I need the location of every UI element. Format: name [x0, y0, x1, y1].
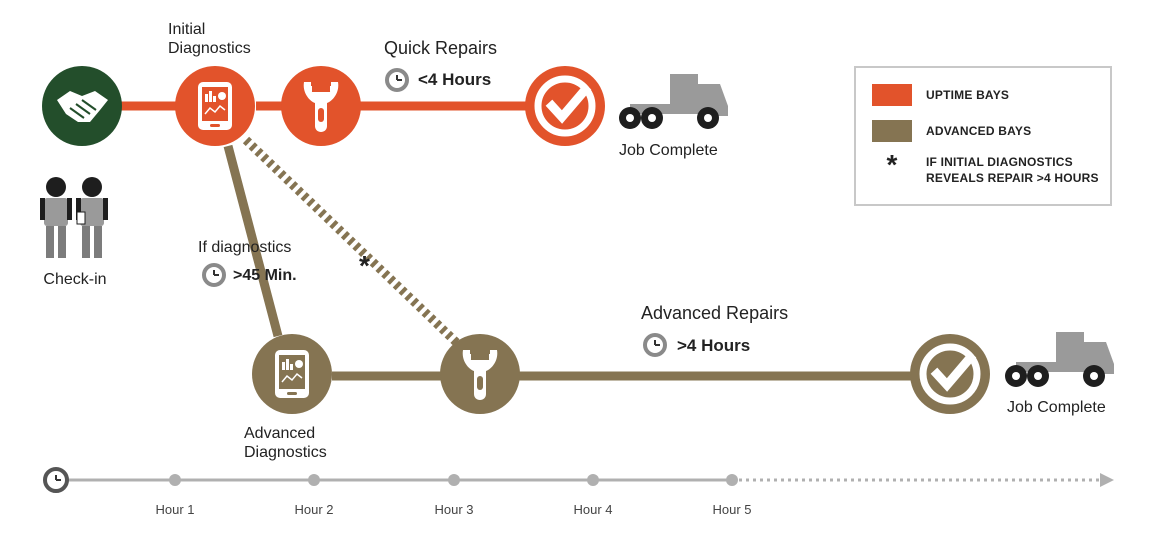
tablet-chart-icon — [175, 66, 255, 146]
timeline-tick-label: Hour 5 — [712, 502, 752, 517]
quick-job-complete-label: Job Complete — [619, 142, 718, 159]
people-icon — [40, 177, 108, 258]
if-diagnostics-label: If diagnostics — [198, 239, 292, 256]
clock-icon — [43, 467, 69, 493]
timeline-arrow-icon — [1100, 473, 1114, 487]
legend-item-advanced: ADVANCED BAYS — [872, 120, 1031, 142]
if-diagnostics-time: >45 Min. — [233, 267, 297, 284]
quick-repairs-time: <4 Hours — [418, 70, 492, 89]
timeline-tick-dot — [169, 474, 181, 486]
legend-item-note: * IF INITIAL DIAGNOSTICS REVEALS REPAIR … — [872, 149, 1099, 186]
clock-icon — [643, 333, 667, 357]
asterisk-path-mark: * — [359, 250, 370, 281]
legend-note-line2: REVEALS REPAIR >4 HOURS — [926, 171, 1099, 185]
quick-repairs-label: Quick Repairs — [384, 38, 498, 58]
timeline-tick-dot — [308, 474, 320, 486]
timeline-tick-label: Hour 1 — [155, 502, 195, 517]
advanced-repairs-time: >4 Hours — [677, 336, 751, 355]
initial-diagnostics-label: Initial Diagnostics — [168, 20, 288, 58]
clock-icon — [202, 263, 226, 287]
advanced-diagnostics-label-line1: Advanced — [244, 425, 316, 442]
clock-icon — [385, 68, 409, 92]
checkmark-icon — [910, 334, 990, 414]
advanced-diagnostics-label-line2: Diagnostics — [244, 444, 327, 461]
timeline-tick-label: Hour 4 — [573, 502, 613, 517]
timeline-tick-dot — [726, 474, 738, 486]
checkin-label: Check-in — [43, 271, 107, 288]
timeline-tick-label: Hour 3 — [434, 502, 474, 517]
connector-asterisk-path — [242, 136, 462, 348]
legend-item-uptime: UPTIME BAYS — [872, 84, 1009, 106]
legend: UPTIME BAYS ADVANCED BAYS * IF INITIAL D… — [854, 66, 1112, 206]
advanced-diagnostics-label: Advanced Diagnostics — [244, 424, 364, 462]
tablet-chart-icon — [252, 334, 332, 414]
wrench-icon — [440, 334, 520, 414]
timeline-tick-dot — [587, 474, 599, 486]
legend-asterisk-mark: * — [886, 149, 898, 180]
initial-diagnostics-label-line2: Diagnostics — [168, 40, 251, 57]
timeline-tick-dot — [448, 474, 460, 486]
legend-label-uptime: UPTIME BAYS — [926, 88, 1010, 102]
legend-swatch-advanced — [872, 120, 912, 142]
advanced-repairs-label: Advanced Repairs — [641, 303, 789, 323]
legend-note-text: IF INITIAL DIAGNOSTICS REVEALS REPAIR >4… — [926, 154, 1099, 186]
checkmark-icon — [525, 66, 605, 146]
wrench-icon — [281, 66, 361, 146]
legend-note-line1: IF INITIAL DIAGNOSTICS — [926, 155, 1073, 169]
timeline-tick-marks — [169, 474, 738, 486]
initial-diagnostics-label-line1: Initial — [168, 21, 206, 38]
legend-label-advanced: ADVANCED BAYS — [926, 124, 1032, 138]
connector-initial-advanced-diagnostics — [223, 144, 283, 338]
advanced-job-complete-label: Job Complete — [1007, 399, 1106, 416]
legend-swatch-uptime — [872, 84, 912, 106]
timeline-tick-label: Hour 2 — [294, 502, 334, 517]
truck-icon — [619, 74, 728, 129]
truck-icon — [1005, 332, 1114, 387]
handshake-icon — [42, 66, 122, 146]
